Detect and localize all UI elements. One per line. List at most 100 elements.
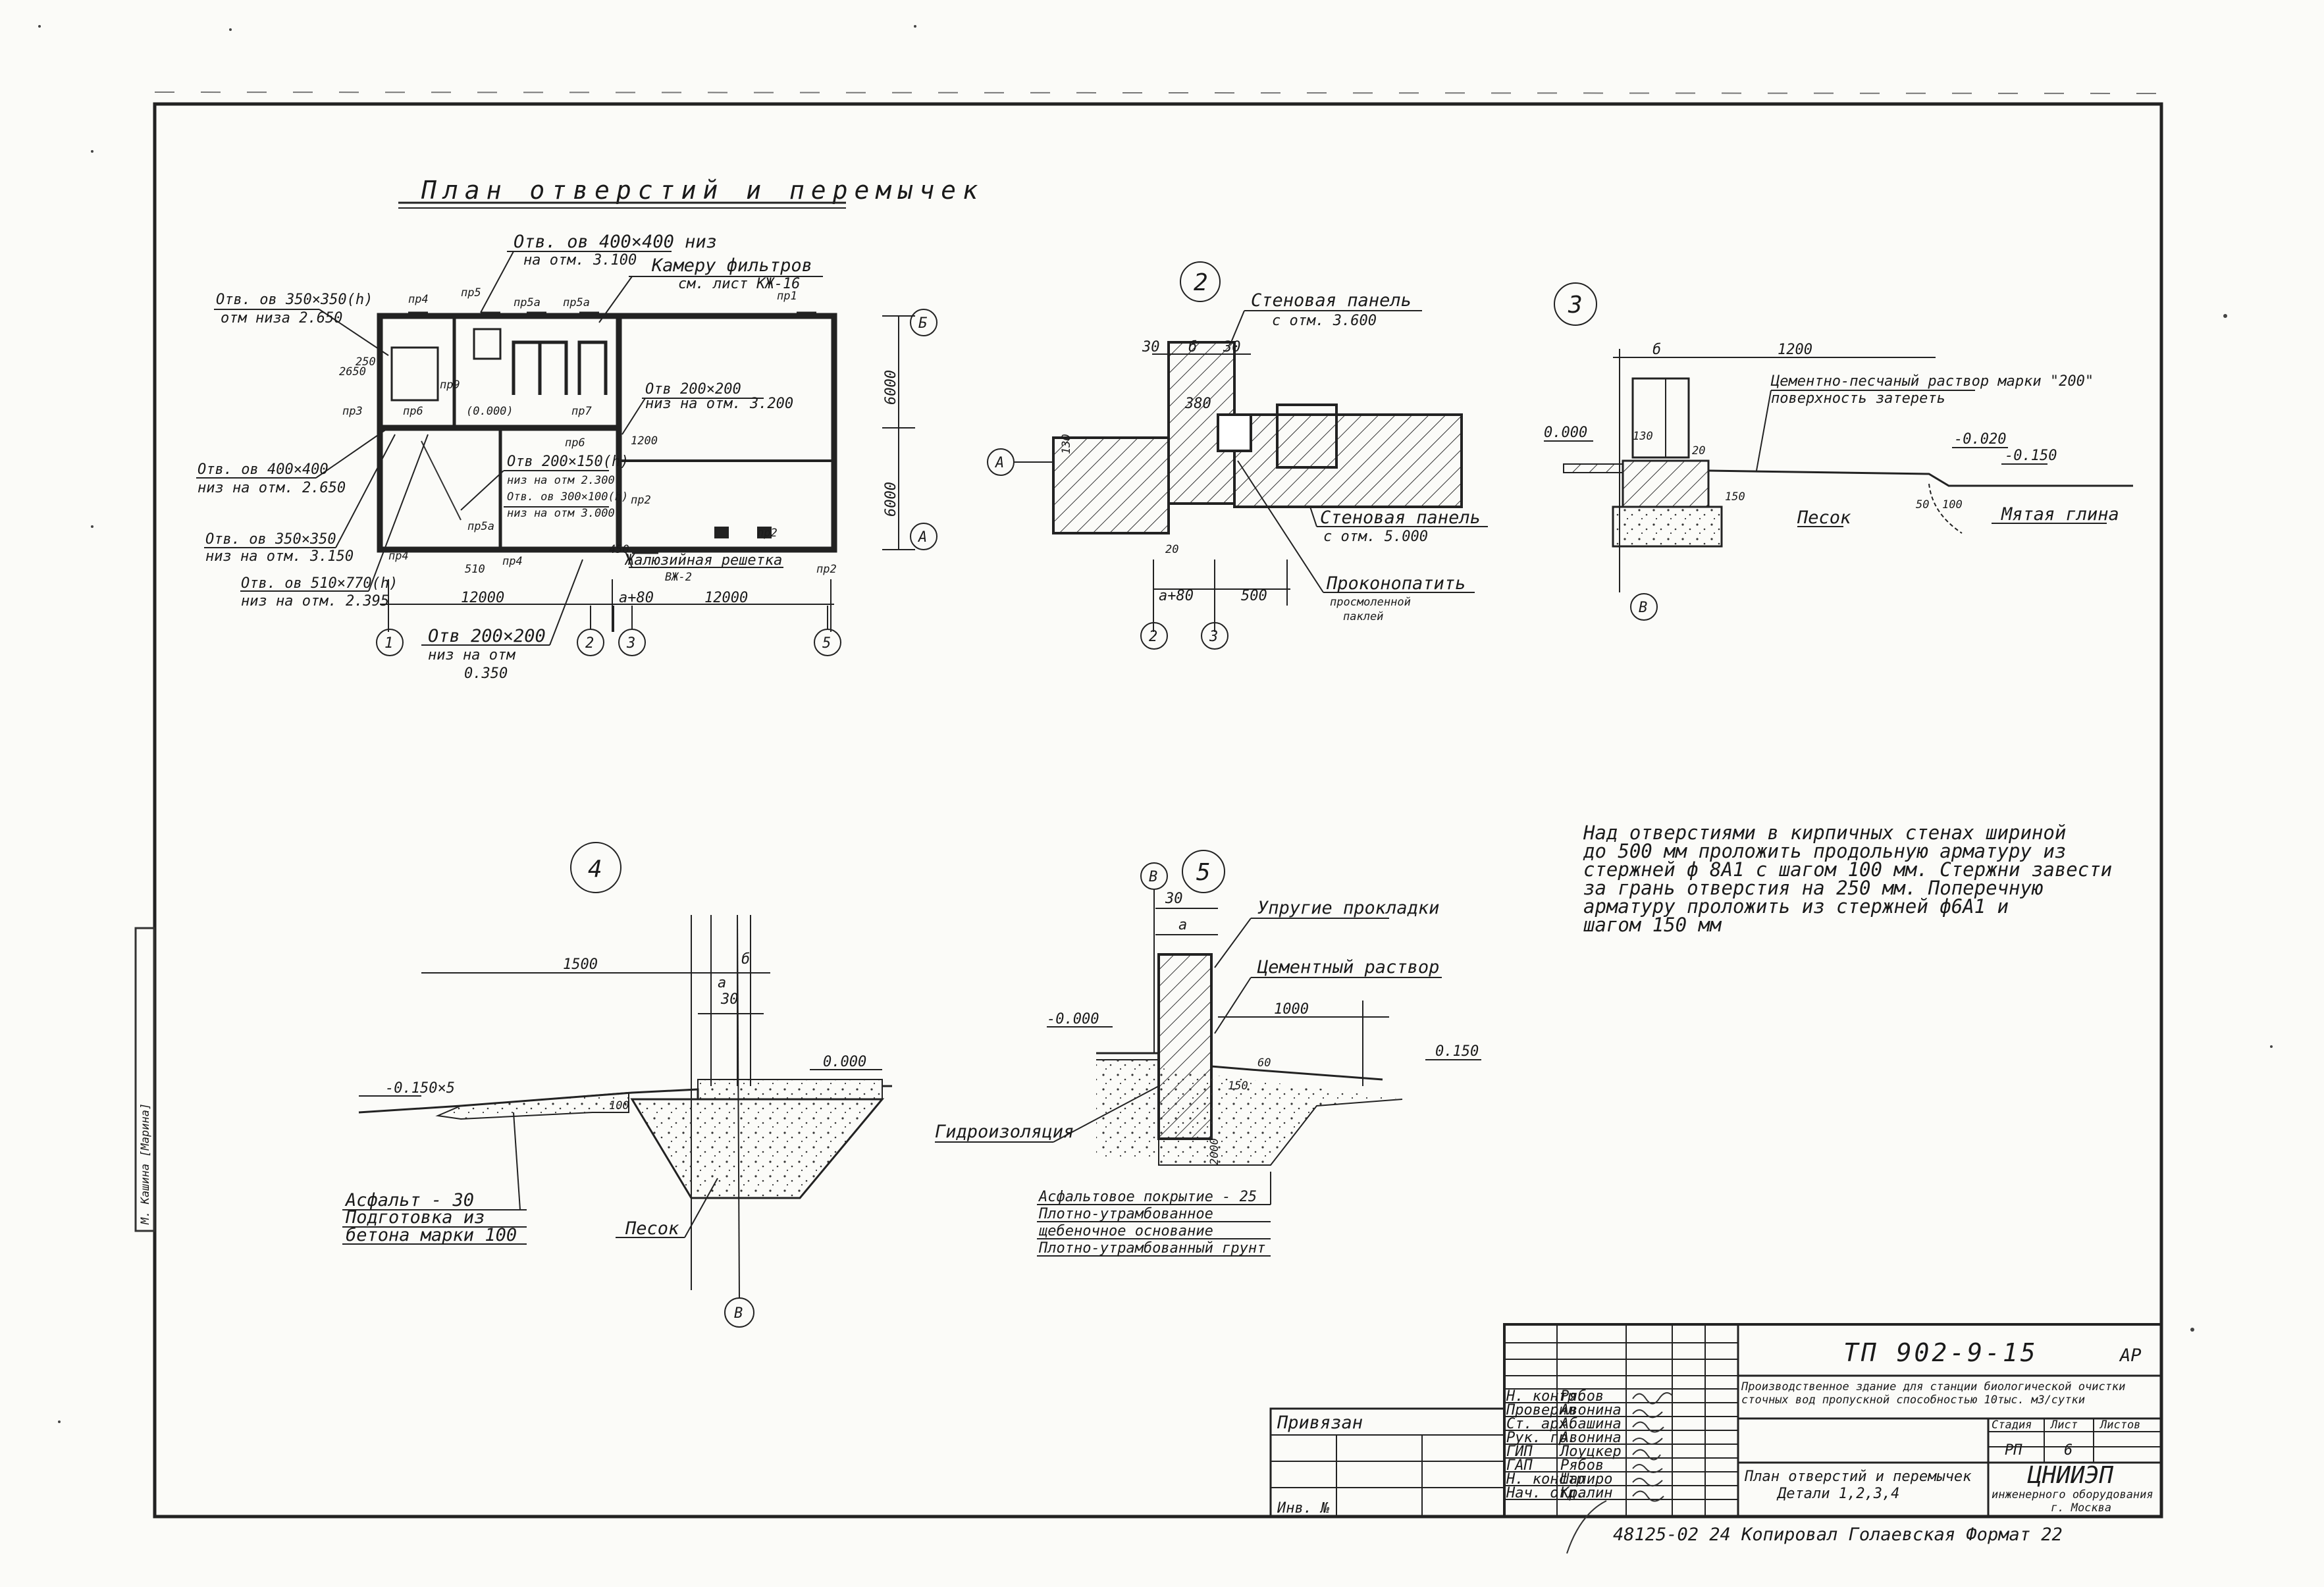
detail-4-dim: 100 [609, 1099, 629, 1112]
stamp-name: Рябов [1560, 1388, 1604, 1405]
plan-dim-1200: 1200 [631, 434, 658, 448]
plan-dim-0000: (0.000) [466, 405, 514, 418]
stamp-name: Лоуцкер [1559, 1444, 1622, 1460]
bottom-line: 48125-02 24 Копировал Голаевская Формат … [1613, 1524, 2063, 1545]
detail-5-axis: В [1149, 869, 1157, 885]
plan-dim-2650: 2650 [339, 365, 366, 378]
detail-4-label: Песок [625, 1218, 679, 1239]
plan-callout: Отв 200×150(h) [507, 454, 629, 470]
plan-dim-510: 510 [465, 563, 485, 576]
plan-callout: ВЖ-2 [665, 571, 692, 584]
plan-axis: А [917, 529, 927, 546]
stamp-object: Производственное здание для станции биол… [1741, 1380, 2125, 1393]
plan-title: План отверстий и перемычек [421, 176, 984, 205]
detail-2-dim: 500 [1241, 588, 1267, 604]
detail-5-label: Асфальтовое покрытие - 25 [1038, 1189, 1257, 1205]
detail-3-label: Цементно-песчаный раствор марки "200" [1770, 373, 2094, 390]
plan-lintel: пр7 [571, 405, 592, 418]
plan-dim-12000-right: 12000 [704, 590, 748, 606]
plan-callout: Отв. ов 510×770(h) [241, 575, 398, 592]
detail-2-dim: 20 [1165, 543, 1178, 556]
plan-lintel: пр4 [408, 293, 429, 306]
plan-callout: Отв 200×200 [645, 381, 741, 398]
detail-3-dim: 1200 [1778, 342, 1812, 358]
title-block [1269, 1323, 2163, 1518]
scan-specks [38, 25, 2273, 1423]
plan-lintel: пр1 [777, 290, 797, 303]
stamp-name: Кралин [1560, 1485, 1612, 1501]
plan-callout: Отв 200×200 [428, 626, 546, 646]
detail-3-number: 3 [1568, 292, 1583, 319]
detail-4-dim: а [718, 975, 726, 991]
stamp-role: ГАП [1506, 1457, 1533, 1474]
plan-callout: Жалюзийная решетка [624, 552, 782, 569]
plan-callout: низ на отм 2.300 [507, 474, 615, 487]
plan-callout: низ на отм 3.000 [507, 507, 615, 520]
detail-3-label: Песок [1797, 507, 1851, 528]
plan-callout: Отв. ов 350×350 [205, 531, 336, 548]
stamp-roles: Н. контр. Проверил Ст. арх. Рук. гр. ГИП… [1506, 1388, 1622, 1501]
plan-callout: низ на отм [428, 647, 515, 663]
stamp-role: ГИП [1506, 1444, 1533, 1460]
plan-lintel: пр2 [631, 494, 651, 507]
plan-callout: Камеру фильтров [651, 255, 812, 276]
stamp-sheet-label: Лист [2049, 1418, 2078, 1432]
detail-4-dim: б [741, 951, 750, 968]
detail-2-axis: 3 [1209, 629, 1218, 645]
detail-5-dim: 1000 [1274, 1001, 1309, 1018]
stamp-mark: АР [2119, 1345, 2142, 1366]
detail-5-dim: 150 [1228, 1080, 1248, 1093]
detail-3-dim: 100 [1942, 498, 1963, 511]
plan-callout: Отв. ов 400×400 низ [514, 232, 717, 252]
detail-4-number: 4 [588, 856, 602, 883]
detail-5-number: 5 [1196, 859, 1211, 886]
detail-5-dim: 0.150 [1435, 1043, 1479, 1060]
stamp-stage-label: Стадия [1992, 1418, 2032, 1432]
stamp-inv: Инв. № [1277, 1500, 1329, 1517]
detail-5-dim: -0.000 [1047, 1011, 1099, 1028]
detail-4-dim: -0.150×5 [385, 1080, 455, 1097]
detail-2-dim: а+80 [1159, 588, 1194, 604]
stamp-org: ЦНИИЭП [2027, 1462, 2113, 1489]
stamp-org2: инженерного оборудования [1992, 1488, 2153, 1501]
plan-lintel: пр6 [565, 436, 585, 450]
detail-5-label: Упругие прокладки [1257, 898, 1439, 918]
plan-dim-250: 250 [356, 355, 376, 369]
detail-5-label: Цементный раствор [1257, 957, 1439, 977]
plan-lintel: пр3 [342, 405, 363, 418]
plan-lintel: пр6 [403, 405, 423, 418]
stamp-name: Авонина [1559, 1430, 1622, 1446]
detail-4-label: Асфальт - 30 [344, 1190, 474, 1210]
plan-callout: отм низа 2.650 [221, 310, 342, 326]
plan-lintel: пр5а [467, 520, 494, 533]
detail-2-dim: 380 [1184, 396, 1211, 412]
stamp-role: Ст. арх. [1506, 1416, 1576, 1432]
detail-2: 2 30 б 30 380 130 20 а+80 500 Стеновая п… [987, 261, 1488, 650]
stamp-name: Абашина [1559, 1416, 1622, 1432]
stamp-role: Н. контр. [1506, 1388, 1585, 1405]
plan-axis: 5 [822, 635, 831, 652]
plan-lintel: пр4 [388, 550, 409, 563]
detail-3-axis: В [1639, 600, 1647, 616]
plan-lintel: пр5а [563, 296, 590, 309]
detail-2-label: Стеновая панель [1320, 507, 1481, 528]
plan-lintel: пр4 [502, 555, 523, 568]
plan-callout: 0.350 [464, 665, 508, 682]
detail-2-label: с отм. 3.600 [1272, 313, 1377, 329]
plan-axis: 1 [384, 635, 393, 652]
plan-callout: на отм. 3.100 [523, 252, 637, 269]
plan-callout: низ на отм. 3.200 [645, 396, 793, 412]
stamp-name: Рябов [1560, 1457, 1604, 1474]
plan-axis: 3 [626, 635, 635, 652]
detail-4-label: бетона марки 100 [346, 1225, 517, 1245]
detail-3-dim: 0.000 [1544, 425, 1587, 441]
detail-5-dim: 2000 [1208, 1138, 1221, 1165]
detail-3-dim: 50 [1916, 498, 1929, 511]
detail-3-dim: -0.020 [1954, 431, 2006, 448]
stamp-privyazan: Привязан [1277, 1413, 1363, 1433]
detail-3-label: Мятая глина [2001, 504, 2119, 525]
plan-callout: низ на отм. 2.650 [198, 480, 346, 496]
plan-dim-450: 450 [609, 543, 629, 556]
detail-2-label: паклей [1343, 610, 1383, 623]
